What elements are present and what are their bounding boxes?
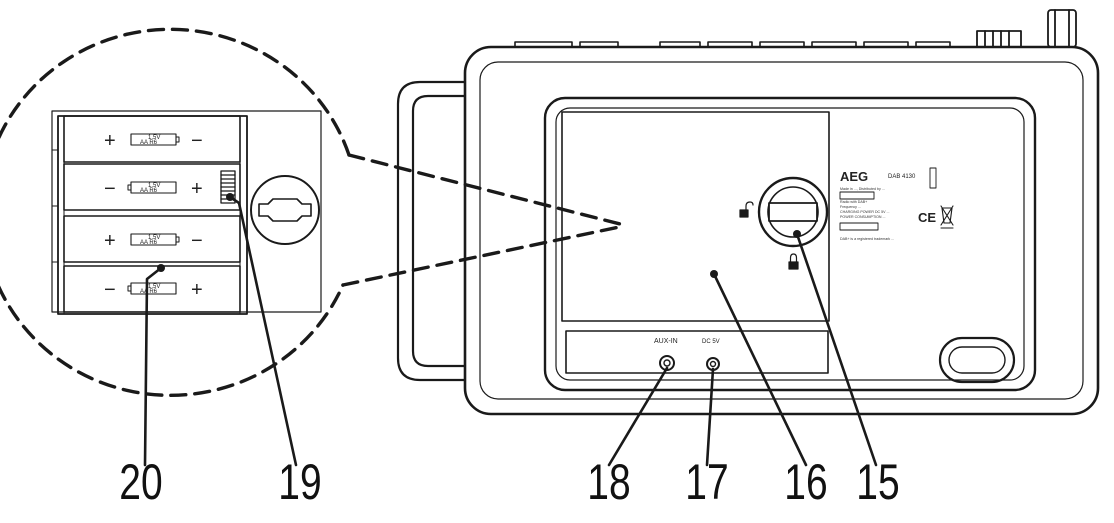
carrying-handle [396,80,467,382]
leader-18 [607,366,669,467]
lock-screw [757,176,829,248]
label-line-3: Frequency ... [840,205,861,209]
slot-3-voltage: 1.5V [148,235,160,241]
brand-logo: AEG [840,169,868,184]
battery-slot-4: − + 1.5V AA R6 [63,265,241,313]
dc-in-label: DC 5V [702,339,720,345]
label-boxes [839,167,937,231]
battery-contact-spring [220,170,236,204]
battery-slot-1: + − 1.5V AA R6 [63,115,241,163]
leader-17 [705,367,715,467]
slot-4-left-pole: − [104,279,116,301]
callout-20: 20 [119,454,163,510]
battery-cover [561,111,830,322]
rating-label: AEG DAB 4130 Made in ..., Distributed by… [840,169,916,241]
battery-slot-3: + − 1.5V AA R6 [63,215,241,263]
slot-4-type: AA R6 [140,289,158,295]
callout-15: 15 [856,454,900,510]
slot-1-right-pole: − [191,130,203,152]
ce-mark: CE [918,210,936,225]
aux-in-label: AUX-IN [654,338,678,345]
label-line-5: POWER CONSUMPTION ... [840,215,886,219]
battery-slot-2: − + 1.5V AA R6 [63,163,241,211]
slot-1-type: AA R6 [140,140,158,146]
leader-20 [143,266,163,467]
weee-bin-icon [940,205,954,229]
model-number: DAB 4130 [888,174,916,180]
leader-15 [795,232,878,467]
jack-panel [565,330,829,374]
label-line-4: CHARGING POWER DC 5V ... [840,210,890,214]
lock-icon [788,253,799,270]
slot-2-right-pole: + [191,178,203,200]
callout-18: 18 [587,454,631,510]
slot-2-type: AA R6 [140,188,158,194]
leader-16 [712,272,808,467]
slot-1-left-pole: + [104,130,116,152]
slot-3-right-pole: − [191,230,203,252]
oval-foot [938,336,1016,384]
slot-4-voltage: 1.5V [148,284,160,290]
inset-screw-boss [250,175,320,245]
unlock-icon [739,201,754,218]
label-line-2: Radio with DAB+ [840,200,867,204]
top-buttons [514,41,951,48]
slot-1-voltage: 1.5V [148,135,160,141]
label-line-6: DAB+ is a registered trademark ... [840,237,894,241]
top-knob [976,30,1022,48]
callout-17: 17 [685,454,729,510]
rear-recess [543,96,1037,392]
battery-compartment-inset: + − 1.5V AA R6 − + 1.5V AA R6 + − 1.5V A… [51,110,322,315]
magnifier-outline [0,27,626,398]
leader-dots [157,193,801,278]
slot-3-left-pole: + [104,230,116,252]
callout-19: 19 [278,454,322,510]
slot-4-right-pole: + [191,279,203,301]
slot-3-type: AA R6 [140,240,158,246]
slot-2-left-pole: − [104,178,116,200]
callout-16: 16 [784,454,828,510]
label-line-1: Made in ..., Distributed by ... [840,187,885,191]
slot-2-voltage: 1.5V [148,183,160,189]
antenna [1047,9,1077,48]
